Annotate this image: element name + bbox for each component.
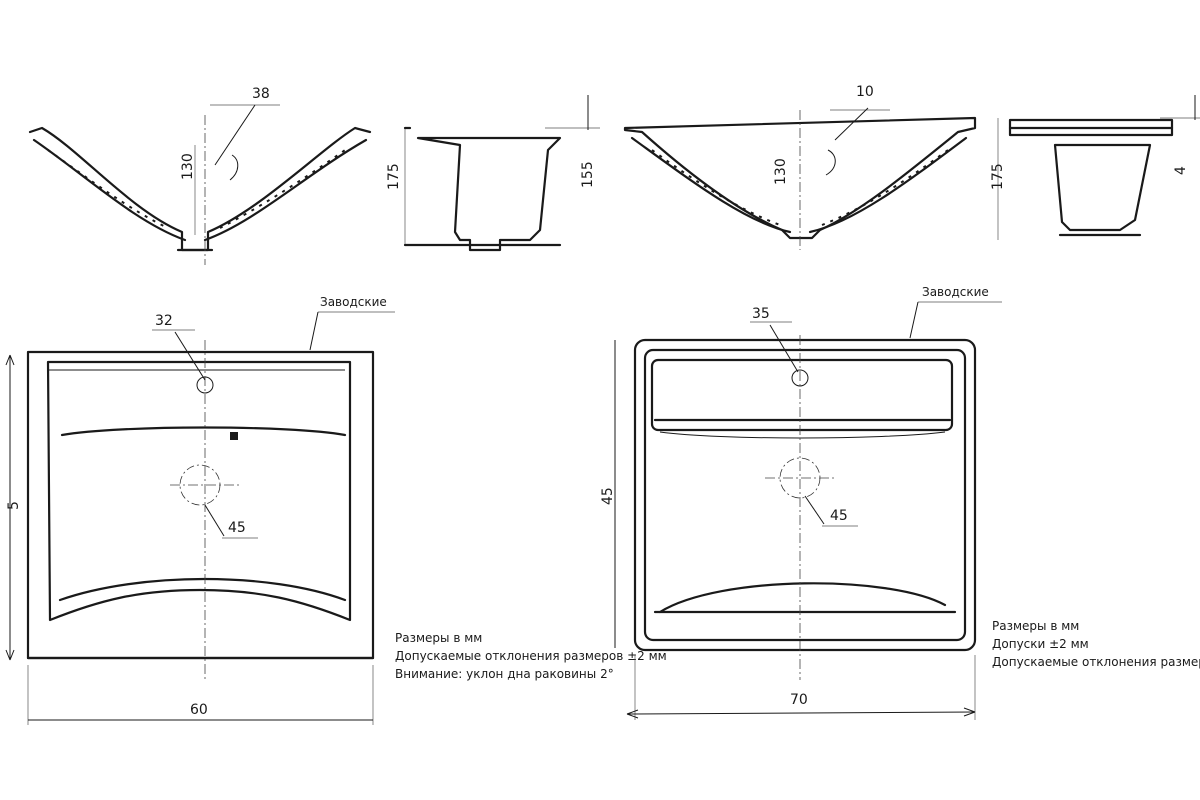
dim-height-label: 5 <box>6 501 22 510</box>
left-front-section-view: 38 130 <box>28 86 372 265</box>
note-3: Допускаемые отклонения размеров ±2 мм <box>992 655 1200 669</box>
dim-height-label: 175 <box>990 163 1006 190</box>
callout-hole-label: 45 <box>830 508 848 524</box>
note-2: Допуски ±2 мм <box>992 637 1089 651</box>
callout-top-label: 35 <box>752 306 770 322</box>
dim-right-label: 4 <box>1173 166 1189 175</box>
left-side-section-view: 175 155 <box>386 95 600 252</box>
dim-right-label: 155 <box>580 161 596 188</box>
callout-top-label: 32 <box>155 313 173 329</box>
dim-width-label: 60 <box>190 702 208 718</box>
dim-depth-label: 130 <box>180 153 196 180</box>
note-1: Размеры в мм <box>395 631 482 645</box>
note-1: Размеры в мм <box>992 619 1079 633</box>
dim-width-label: 70 <box>790 692 808 708</box>
dim-height-label: 45 <box>600 487 616 505</box>
right-plan-view: 45 35 Заводские 45 70 Размеры в мм Допус… <box>600 285 1200 720</box>
note-3: Внимание: уклон дна раковины 2° <box>395 667 614 681</box>
callout-label: Заводские <box>320 295 387 309</box>
note-2: Допускаемые отклонения размеров ±2 мм <box>395 649 667 663</box>
right-side-section-view: 175 4 <box>990 95 1200 240</box>
dim-height-label: 175 <box>386 163 402 190</box>
dim-depth-label: 130 <box>773 158 789 185</box>
dim-top-label: 38 <box>252 86 270 102</box>
left-plan-view: 5 32 Заводские 45 60 Размеры в мм Допуск… <box>5 295 667 725</box>
right-front-section-view: 10 130 <box>623 84 977 250</box>
callout-hole-label: 45 <box>228 520 246 536</box>
callout-label: Заводские <box>922 285 989 299</box>
dim-top-label: 10 <box>856 84 874 100</box>
